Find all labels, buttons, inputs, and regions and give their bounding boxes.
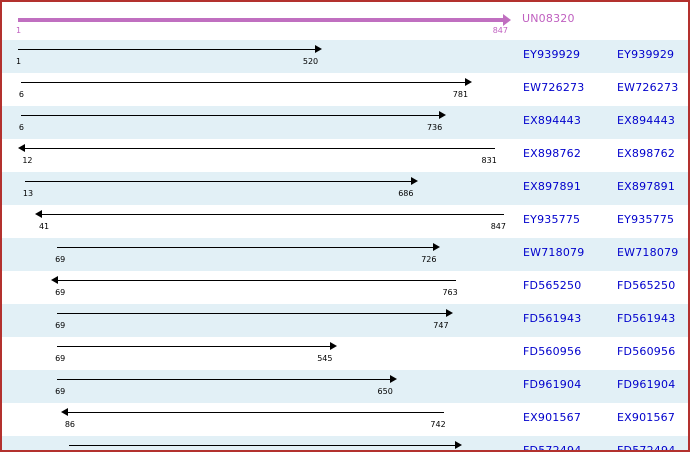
table-row[interactable]: 13 686 EX897891 EX897891 (2, 172, 688, 205)
alignment-start-coord: 6 (18, 90, 24, 99)
alignment-start-coord: 41 (38, 222, 50, 231)
arrowhead-right-icon (465, 77, 473, 86)
accession-link-secondary[interactable]: FD561943 (617, 312, 676, 325)
query-label: UN08320 (522, 12, 575, 25)
accession-link-primary[interactable]: EW718079 (523, 246, 585, 259)
accession-link-primary[interactable]: EX901567 (523, 411, 582, 424)
arrowhead-right-icon (389, 374, 397, 383)
arrowhead-left-icon (34, 209, 42, 218)
accession-link-secondary[interactable]: FD572494 (617, 444, 676, 452)
accession-link-primary[interactable]: FD561943 (523, 312, 582, 325)
alignment-bar[interactable] (57, 247, 435, 248)
accession-link-primary[interactable]: EY939929 (523, 48, 581, 61)
table-row[interactable]: 1 520 EY939929 EY939929 (2, 40, 688, 73)
accession-link-secondary[interactable]: EY935775 (617, 213, 675, 226)
alignment-start-coord: 69 (55, 255, 66, 264)
accession-link-primary[interactable]: EX898762 (523, 147, 582, 160)
query-bar (18, 14, 511, 26)
arrowhead-left-icon (51, 275, 59, 284)
alignment-bar[interactable] (68, 445, 456, 446)
alignment-bar[interactable] (57, 280, 456, 281)
query-end-coord: 847 (492, 26, 508, 35)
alignment-start-coord: 69 (55, 321, 66, 330)
alignment-end-coord: 763 (442, 288, 458, 297)
alignment-end-coord: 686 (398, 189, 414, 198)
alignment-end-coord: 520 (302, 57, 319, 66)
alignment-end-coord: 545 (317, 354, 333, 363)
alignment-start-coord: 69 (55, 354, 66, 363)
alignment-start-coord: 6 (18, 123, 24, 132)
alignment-end-coord: 742 (430, 420, 446, 429)
accession-link-primary[interactable]: EW726273 (523, 81, 585, 94)
alignment-end-coord: 847 (490, 222, 506, 231)
alignment-end-coord: 726 (421, 255, 437, 264)
arrowhead-right-icon (410, 176, 418, 185)
accession-link-secondary[interactable]: FD560956 (617, 345, 676, 358)
table-row[interactable]: 6 736 EX894443 EX894443 (2, 106, 688, 139)
alignment-start-coord: 69 (55, 288, 66, 297)
accession-link-primary[interactable]: FD961904 (523, 378, 582, 391)
arrowhead-left-icon (60, 407, 68, 416)
alignment-bar[interactable] (20, 82, 467, 83)
accession-link-primary[interactable]: FD572494 (523, 444, 582, 452)
alignment-end-coord: 831 (481, 156, 497, 165)
accession-link-secondary[interactable]: EX894443 (617, 114, 676, 127)
alignment-bar[interactable] (40, 214, 504, 215)
alignment-start-coord: 86 (64, 420, 76, 429)
alignment-end-coord: 650 (377, 387, 393, 396)
table-row[interactable]: 69 650 FD961904 FD961904 (2, 370, 688, 403)
alignment-start-coord: 13 (22, 189, 34, 198)
arrowhead-right-icon (329, 341, 337, 350)
accession-link-primary[interactable]: FD565250 (523, 279, 582, 292)
accession-link-primary[interactable]: EX897891 (523, 180, 582, 193)
table-row[interactable]: 69 726 EW718079 EW718079 (2, 238, 688, 271)
arrowhead-left-icon (18, 143, 26, 152)
alignment-bar[interactable] (24, 181, 412, 182)
alignment-end-coord: 747 (433, 321, 449, 330)
alignment-end-coord: 736 (426, 123, 443, 132)
accession-link-secondary[interactable]: FD565250 (617, 279, 676, 292)
accession-link-secondary[interactable]: EX897891 (617, 180, 676, 193)
alignment-bar[interactable] (66, 412, 444, 413)
accession-link-primary[interactable]: EX894443 (523, 114, 582, 127)
query-start-coord: 1 (16, 26, 22, 35)
accession-link-secondary[interactable]: EY939929 (617, 48, 675, 61)
arrowhead-right-icon (445, 308, 453, 317)
table-row[interactable]: 41 847 EY935775 EY935775 (2, 205, 688, 238)
alignment-start-coord: 12 (22, 156, 33, 165)
alignment-bar[interactable] (57, 379, 391, 380)
table-row[interactable]: 69 545 FD560956 FD560956 (2, 337, 688, 370)
alignment-bar[interactable] (24, 148, 495, 149)
alignment-bar[interactable] (18, 49, 317, 50)
alignment-start-coord: 1 (16, 57, 22, 66)
table-row[interactable]: 12 831 EX898762 EX898762 (2, 139, 688, 172)
table-row[interactable]: 86 742 EX901567 EX901567 (2, 403, 688, 436)
table-row[interactable]: 6 781 EW726273 EW726273 (2, 73, 688, 106)
arrowhead-right-icon (315, 44, 323, 53)
table-row[interactable]: 69 747 FD561943 FD561943 (2, 304, 688, 337)
alignment-bar[interactable] (57, 346, 331, 347)
accession-link-secondary[interactable]: EW718079 (617, 246, 679, 259)
table-row[interactable]: 89763FD572494FD572494 (2, 436, 688, 452)
alignment-start-coord: 69 (55, 387, 66, 396)
accession-link-secondary[interactable]: FD961904 (617, 378, 676, 391)
alignment-end-coord: 781 (452, 90, 469, 99)
alignment-bar[interactable] (20, 115, 441, 116)
accession-link-secondary[interactable]: EW726273 (617, 81, 679, 94)
query-row: 1 847 UN08320 (2, 2, 688, 38)
accession-link-primary[interactable]: FD560956 (523, 345, 582, 358)
arrowhead-right-icon (454, 440, 462, 449)
accession-link-secondary[interactable]: EX901567 (617, 411, 676, 424)
arrowhead-right-icon (439, 110, 447, 119)
accession-link-secondary[interactable]: EX898762 (617, 147, 676, 160)
arrowhead-right-icon (433, 242, 441, 251)
alignment-bar[interactable] (57, 313, 447, 314)
accession-link-primary[interactable]: EY935775 (523, 213, 581, 226)
table-row[interactable]: 69 763 FD565250 FD565250 (2, 271, 688, 304)
